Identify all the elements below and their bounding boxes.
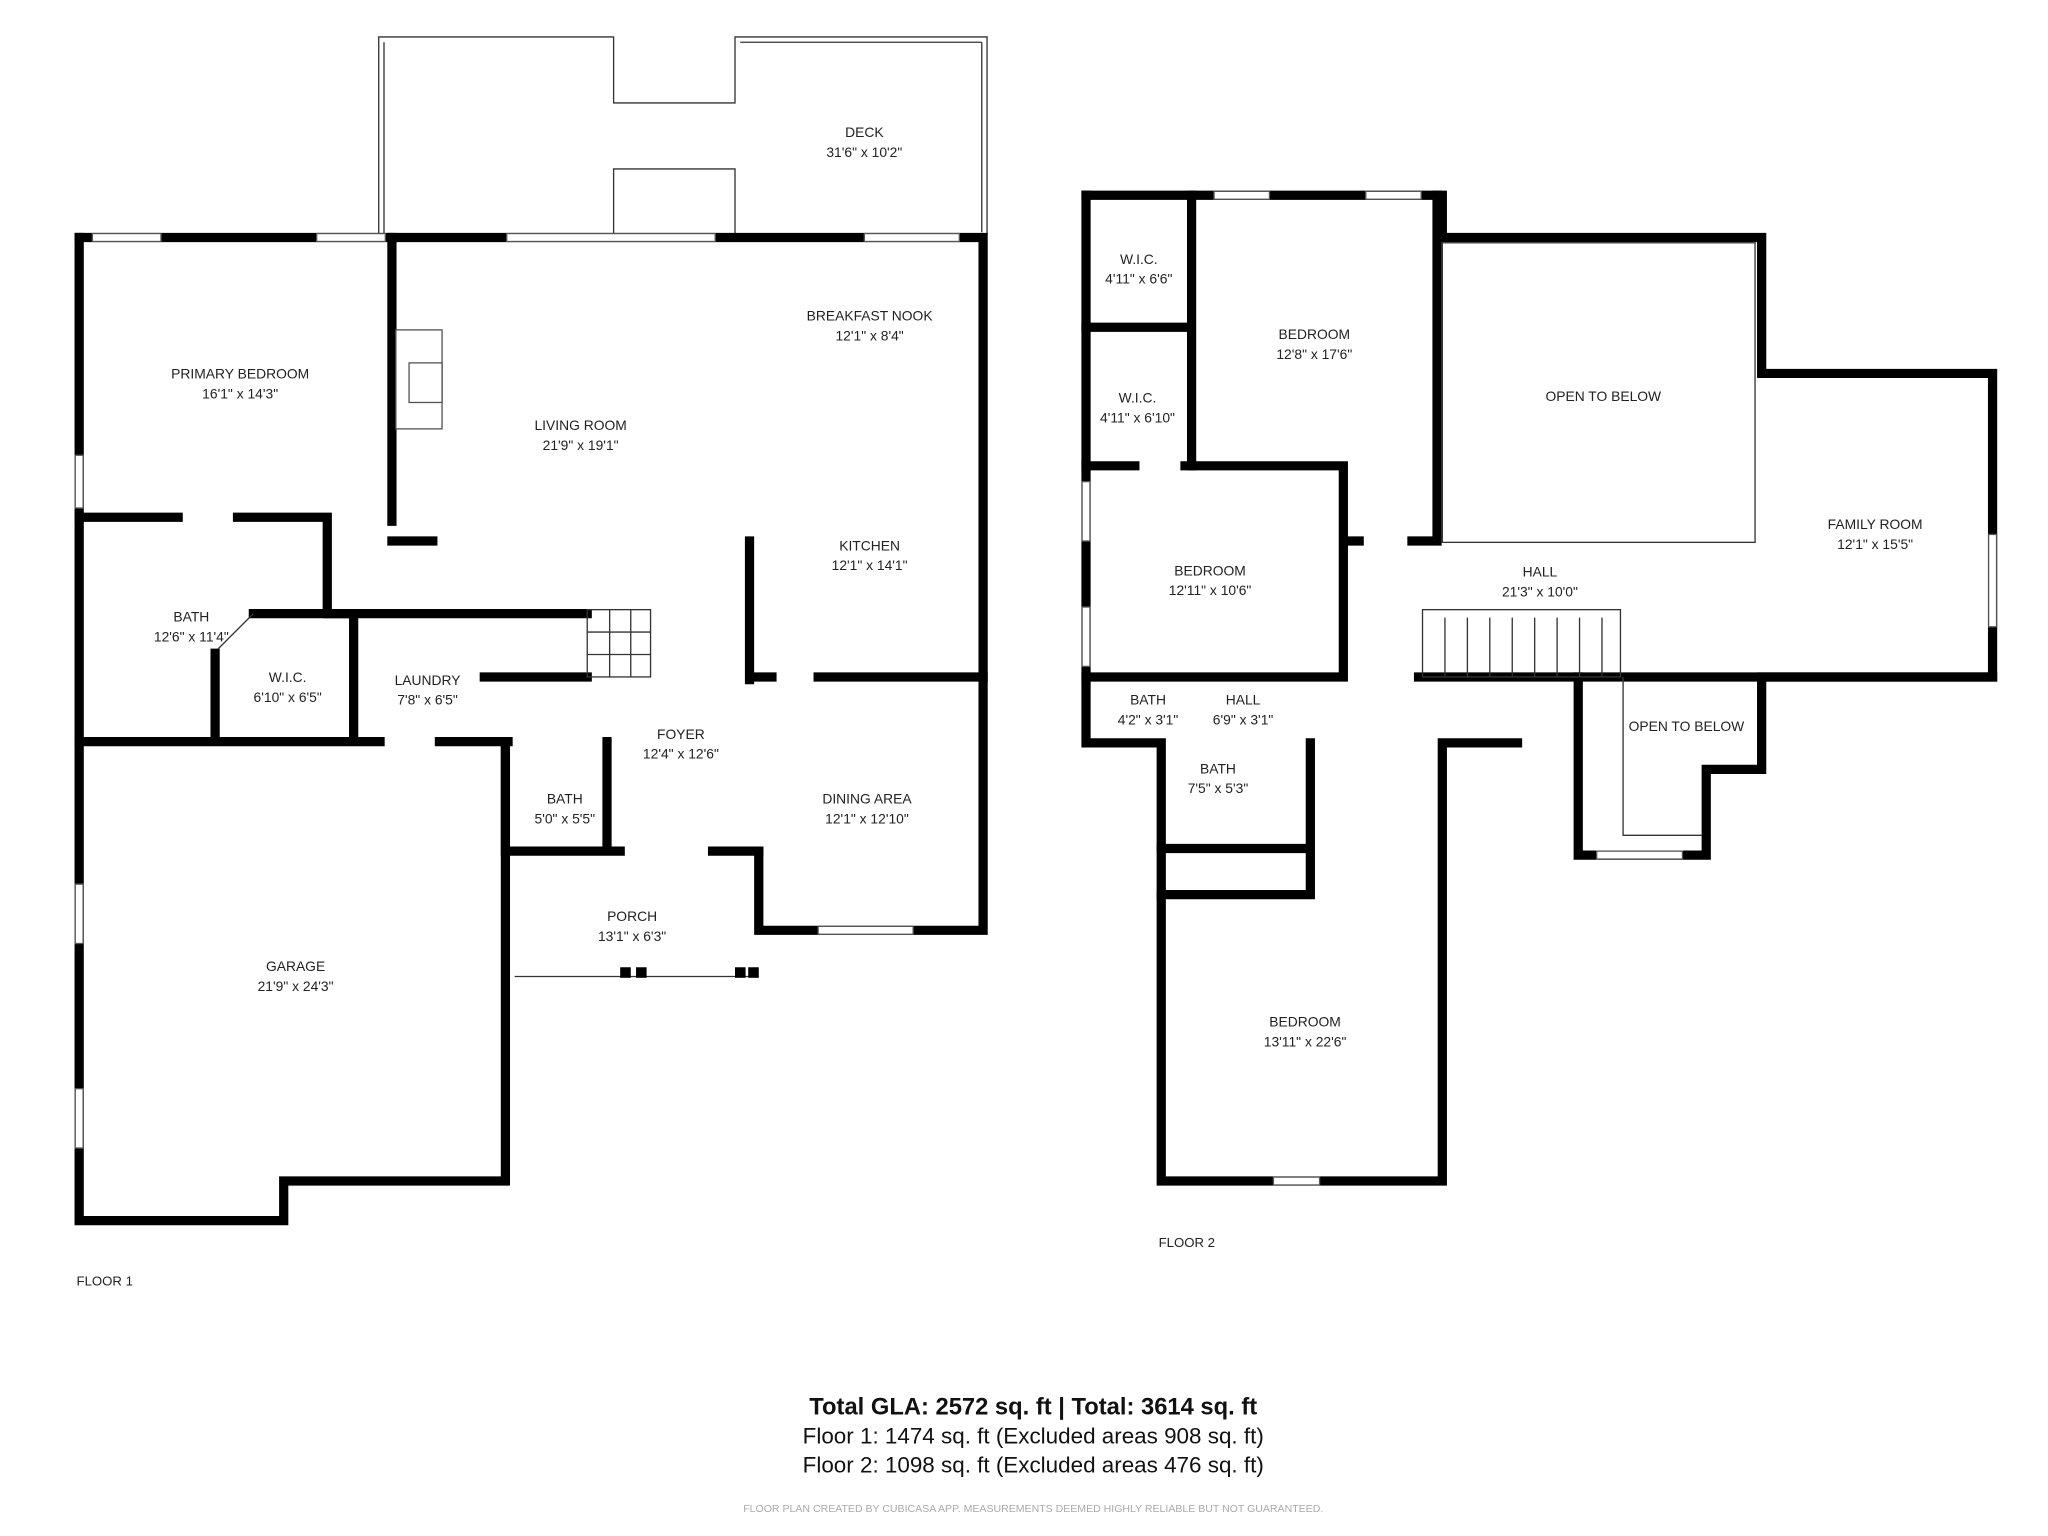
- room-name: BEDROOM: [1279, 326, 1351, 342]
- porch-post: [636, 967, 647, 978]
- room-size: 13'11" x 22'6": [1264, 1033, 1347, 1049]
- open-to-below-outline: [1441, 242, 1756, 836]
- floor-2-area: Floor 2: 1098 sq. ft (Excluded areas 476…: [803, 1453, 1264, 1478]
- svg-text:W.I.C.4'11" x 6'6": W.I.C. 4'11" x 6'6": [1105, 251, 1172, 287]
- room-name: OPEN TO BELOW: [1629, 718, 1746, 734]
- room-name: FOYER: [657, 726, 705, 742]
- fireplace: [395, 329, 443, 430]
- bath-diagonal-wall: [217, 613, 254, 650]
- floor-1-area: Floor 1: 1474 sq. ft (Excluded areas 908…: [803, 1424, 1264, 1449]
- room-size: 12'1" x 14'1": [832, 557, 908, 573]
- room-size: 12'6" x 11'4": [154, 628, 229, 644]
- room-name: W.I.C.: [269, 669, 307, 685]
- floor-1-stairs: [586, 608, 652, 678]
- floor-1-labels: DECK 31'6" x 10'2" PRIMARY BEDROOM 16'1" x…: [77, 124, 934, 1288]
- room-name: DINING AREA: [822, 791, 912, 807]
- room-size: 21'9" x 19'1": [543, 437, 619, 453]
- room-size: 21'9" x 24'3": [258, 978, 334, 994]
- room-size: 5'0" x 5'5": [535, 810, 596, 826]
- room-size: 4'2" x 3'1": [1118, 711, 1179, 727]
- floor-1-walls: [74, 232, 988, 1226]
- room-name: BATH: [1130, 692, 1166, 708]
- room-name: BATH: [1200, 760, 1236, 776]
- room-size: 12'11" x 10'6": [1169, 582, 1252, 598]
- floor-2-label: FLOOR 2: [1159, 1235, 1215, 1250]
- disclaimer: FLOOR PLAN CREATED BY CUBICASA APP. MEAS…: [743, 1503, 1323, 1515]
- floor-1-label: FLOOR 1: [77, 1273, 133, 1288]
- room-size: 12'4" x 12'6": [643, 746, 719, 762]
- room-size: 12'8" x 17'6": [1276, 346, 1352, 362]
- svg-text:W.I.C.6'10" x 6'5": W.I.C. 6'10" x 6'5": [254, 669, 322, 705]
- floor-2-stairs: [1421, 608, 1622, 678]
- deck-outline: [378, 36, 988, 238]
- room-size: 6'9" x 3'1": [1213, 711, 1274, 727]
- svg-text:W.I.C.4'11" x 6'10": W.I.C. 4'11" x 6'10": [1100, 389, 1175, 425]
- room-name: BATH: [173, 609, 209, 625]
- porch-post: [748, 967, 759, 978]
- room-name: W.I.C.: [1119, 389, 1157, 405]
- room-size: 16'1" x 14'3": [202, 386, 278, 402]
- room-size: 4'11" x 6'6": [1105, 271, 1172, 287]
- porch-post: [620, 967, 631, 978]
- room-name: HALL: [1523, 564, 1558, 580]
- room-name: BATH: [547, 791, 583, 807]
- room-name: FAMILY ROOM: [1828, 516, 1923, 532]
- floor-2-walls: [1081, 190, 1998, 1186]
- room-size: 6'10" x 6'5": [254, 689, 322, 705]
- room-name: PRIMARY BEDROOM: [171, 366, 309, 382]
- windows: [74, 232, 960, 1149]
- room-size: 4'11" x 6'10": [1100, 409, 1175, 425]
- room-name: LAUNDRY: [395, 672, 461, 688]
- windows: [1081, 190, 1998, 1186]
- room-name: BEDROOM: [1174, 562, 1246, 578]
- room-name: HALL: [1226, 692, 1261, 708]
- room-size: 7'5" x 5'3": [1188, 780, 1249, 796]
- room-name: GARAGE: [266, 958, 325, 974]
- room-name: BREAKFAST NOOK: [807, 308, 934, 324]
- room-name: KITCHEN: [839, 537, 900, 553]
- porch-post: [735, 967, 746, 978]
- floor-1-plan: DECK 31'6" x 10'2" PRIMARY BEDROOM 16'1" x…: [74, 36, 988, 1288]
- room-name: BEDROOM: [1269, 1014, 1341, 1030]
- room-size: 12'1" x 8'4": [835, 327, 903, 343]
- room-size: 12'1" x 15'5": [1837, 536, 1913, 552]
- room-name: W.I.C.: [1120, 251, 1158, 267]
- room-size: 7'8" x 6'5": [397, 692, 458, 708]
- room-name: DECK: [845, 124, 884, 140]
- room-name: OPEN TO BELOW: [1545, 388, 1662, 404]
- room-name: PORCH: [607, 908, 657, 924]
- total-area: Total GLA: 2572 sq. ft | Total: 3614 sq.…: [809, 1394, 1257, 1421]
- area-summary: Total GLA: 2572 sq. ft | Total: 3614 sq.…: [743, 1394, 1323, 1516]
- room-size: 12'1" x 12'10": [825, 810, 909, 826]
- room-size: 31'6" x 10'2": [826, 144, 902, 160]
- room-size: 21'3" x 10'0": [1502, 583, 1578, 599]
- room-name: LIVING ROOM: [534, 417, 626, 433]
- room-size: 13'1" x 6'3": [598, 928, 666, 944]
